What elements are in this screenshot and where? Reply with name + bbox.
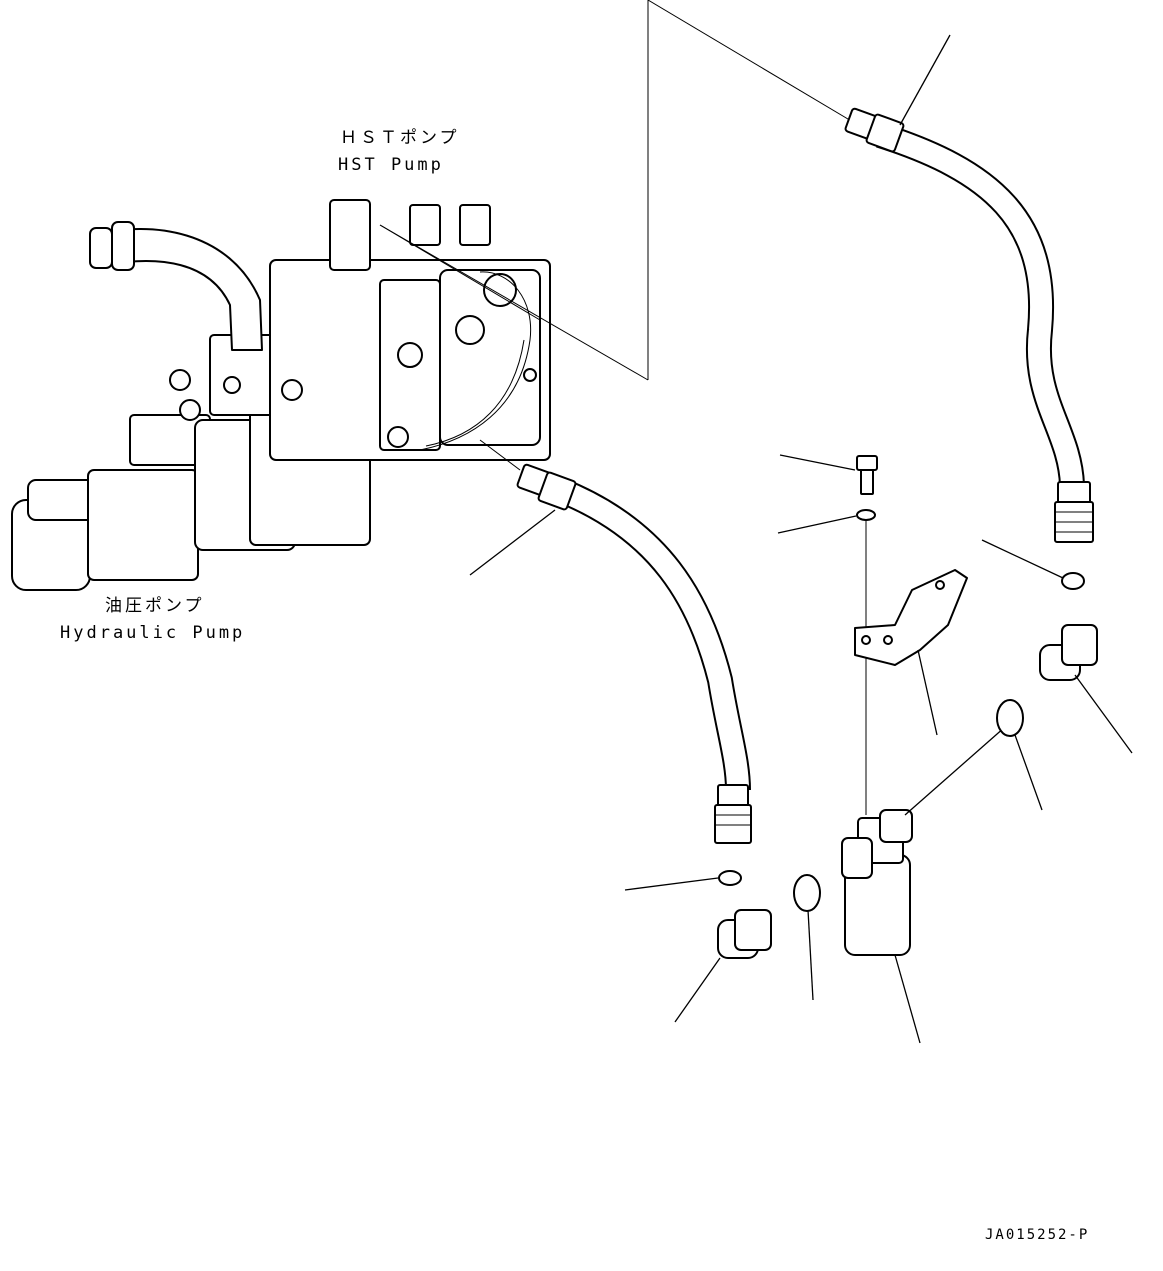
pump-assembly	[11, 199, 551, 591]
hydraulic-pump-label-jp: 油圧ポンプ	[105, 596, 205, 616]
reference-lines	[379, 0, 859, 471]
hst-pump-label-en: HST Pump	[338, 155, 444, 175]
lower-hose	[469, 463, 752, 844]
hst-pump-label-jp: ＨＳＴポンプ	[340, 128, 460, 148]
fittings-and-orings	[624, 539, 1133, 1023]
upper-hose	[844, 34, 1094, 543]
hydraulic-pump-label-en: Hydraulic Pump	[60, 623, 246, 643]
drawing-code: JA015252-P	[985, 1227, 1090, 1243]
filter-mounting-parts	[777, 454, 968, 815]
line-filter	[841, 726, 1006, 1044]
